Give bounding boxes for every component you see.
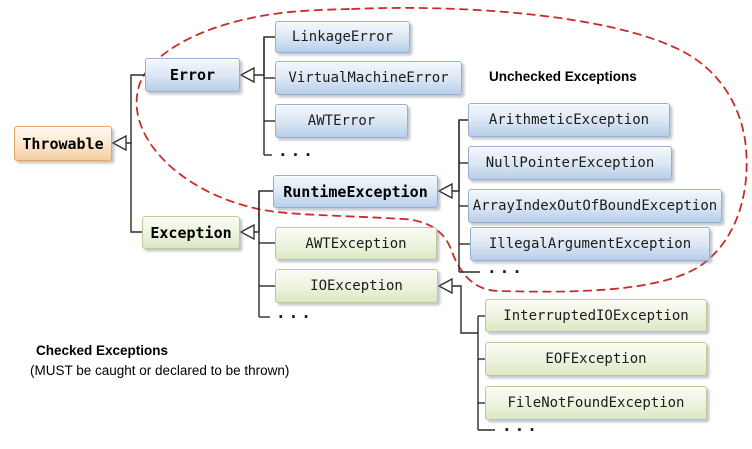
node-illegal-argument-exception: IllegalArgumentException [470,227,710,261]
node-awt-error: AWTError [275,104,408,138]
throwable-children-connector [126,74,145,233]
runtime-group-ellipsis: ... [487,258,525,277]
error-children-connector [254,36,275,156]
node-linkage-error: LinkageError [275,21,410,53]
node-virtual-machine-error: VirtualMachineError [275,61,462,95]
exception-arrowhead-icon [239,223,255,241]
node-throwable: Throwable [14,126,112,161]
unchecked-exceptions-outline [135,7,748,293]
node-runtime-exception: RuntimeException [273,175,438,208]
unchecked-exceptions-label: Unchecked Exceptions [489,69,637,84]
node-eof-exception: EOFException [485,342,707,376]
checked-exceptions-subtitle: (MUST be caught or declared to be thrown… [30,363,290,378]
io-group-ellipsis: ... [502,416,540,435]
throwable-arrowhead-icon [111,134,127,152]
io-exception-arrowhead-icon [437,277,453,295]
runtime-exception-arrowhead-icon [437,182,453,200]
node-exception: Exception [142,216,240,249]
node-interrupted-io-exception: InterruptedIOException [485,299,707,332]
io-exception-children-connector [452,285,495,431]
node-io-exception: IOException [275,269,438,303]
node-file-not-found-exception: FileNotFoundException [485,386,707,420]
error-group-ellipsis: ... [278,141,316,160]
node-error: Error [145,58,240,92]
exception-group-ellipsis: ... [276,303,314,322]
node-null-pointer-exception: NullPointerException [468,146,672,180]
runtime-exception-children-connector [452,119,480,273]
node-array-index-out-of-bound-exception: ArrayIndexOutOfBoundException [468,189,722,223]
node-awt-exception: AWTException [275,227,437,260]
exception-children-connector [254,190,275,318]
error-arrowhead-icon [239,66,255,84]
node-arithmetic-exception: ArithmeticException [468,103,670,137]
checked-exceptions-label: Checked Exceptions [36,343,169,358]
